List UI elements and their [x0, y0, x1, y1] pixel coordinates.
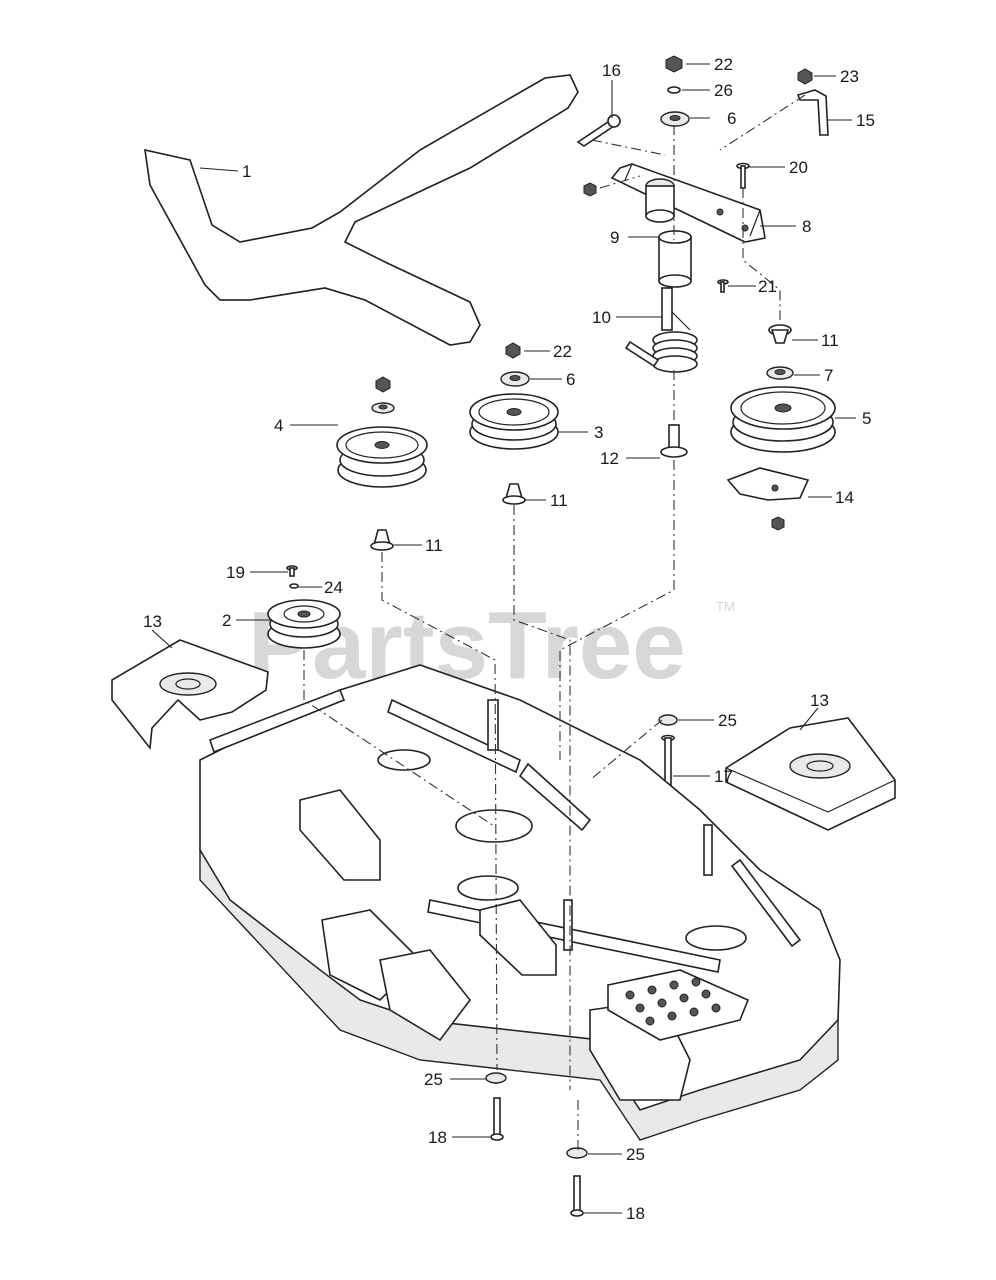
washer-25-lower-left [485, 1072, 507, 1084]
callout-10: 10 [592, 308, 611, 327]
idler-arm-8 [610, 163, 766, 243]
bushing-9 [658, 230, 692, 288]
callout-11-right: 11 [821, 331, 839, 350]
pulley-2 [267, 599, 341, 649]
callout-6-top: 6 [727, 109, 736, 128]
pivot-12 [660, 424, 688, 458]
callout-labels: 1 22 26 6 16 23 15 20 8 9 21 10 11 7 5 1… [143, 55, 875, 1223]
screw-21 [717, 279, 729, 293]
pulley-4 [336, 426, 428, 488]
callout-11-left: 11 [425, 536, 443, 555]
callout-17: 17 [714, 767, 733, 786]
callout-14: 14 [835, 488, 854, 507]
callout-12: 12 [600, 449, 619, 468]
callout-26: 26 [714, 81, 733, 100]
nut-22-top [665, 55, 683, 73]
bushing-6-top [660, 111, 690, 127]
spacer-11-center [502, 483, 526, 505]
callout-9: 9 [610, 228, 619, 247]
callout-18-right: 18 [626, 1204, 645, 1223]
washer-24 [289, 583, 299, 589]
callout-1: 1 [242, 162, 251, 181]
assembly-centerlines [303, 94, 806, 1150]
bracket-14 [726, 467, 810, 501]
belt-cover-13-left [111, 639, 269, 751]
leader-lines [151, 63, 856, 1214]
callout-13-right: 13 [810, 691, 829, 710]
washer-26 [667, 86, 681, 94]
callout-4: 4 [274, 416, 283, 435]
callout-20: 20 [789, 158, 808, 177]
rod-15 [796, 89, 829, 136]
nut-22-center [505, 342, 521, 359]
washer-7 [766, 366, 794, 380]
nut-bracket-14 [771, 516, 785, 531]
bolt-19 [286, 565, 298, 577]
bolt-18-left [490, 1097, 504, 1141]
washer-25-right [658, 714, 678, 726]
callout-8: 8 [802, 217, 811, 236]
washer-25-lower-right [566, 1147, 588, 1159]
callout-25-lower-left: 25 [424, 1070, 443, 1089]
belt-cover-13-right [725, 717, 896, 831]
callout-7: 7 [824, 366, 833, 385]
pulley-3 [469, 393, 559, 450]
spring-10 [624, 287, 698, 373]
bolt-20 [736, 162, 750, 189]
callout-23: 23 [840, 67, 859, 86]
callout-5: 5 [862, 409, 871, 428]
watermark-trademark: TM [716, 599, 735, 614]
callout-25-right: 25 [718, 711, 737, 730]
spacer-11-right [768, 324, 792, 344]
callout-2: 2 [222, 611, 231, 630]
callout-22-center: 22 [553, 342, 572, 361]
bushing-6-center [500, 371, 530, 387]
pin-16 [576, 114, 621, 147]
callout-24: 24 [324, 578, 343, 597]
pulley-5 [730, 386, 836, 453]
callout-21: 21 [758, 277, 777, 296]
callout-19: 19 [226, 563, 245, 582]
callout-6-center: 6 [566, 370, 575, 389]
washer-pulley-4 [371, 402, 395, 414]
spacer-11-left [370, 529, 394, 551]
callout-25-lower-right: 25 [626, 1145, 645, 1164]
callout-3: 3 [594, 423, 603, 442]
callout-11-center: 11 [550, 491, 568, 510]
callout-13-left: 13 [143, 612, 162, 631]
mower-deck [199, 664, 841, 1141]
nut-pulley-4 [375, 376, 391, 393]
nut-23 [797, 68, 813, 85]
nut-left-bracket [583, 182, 597, 197]
bolt-18-right [570, 1175, 584, 1217]
callout-18-left: 18 [428, 1128, 447, 1147]
belt [144, 74, 579, 346]
callout-16: 16 [602, 61, 621, 80]
callout-22-top: 22 [714, 55, 733, 74]
callout-15: 15 [856, 111, 875, 130]
